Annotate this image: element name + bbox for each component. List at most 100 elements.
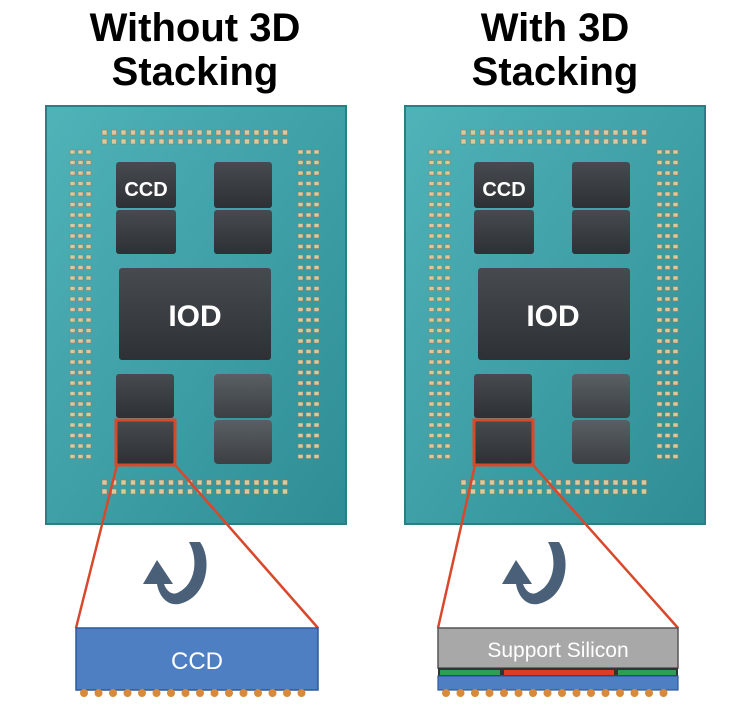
solder-bump xyxy=(500,689,508,697)
contact-pad xyxy=(498,479,505,486)
contact-pad xyxy=(215,479,222,486)
contact-pad xyxy=(139,479,146,486)
contact-pad xyxy=(546,488,552,495)
contact-pad xyxy=(282,138,288,145)
contact-pad xyxy=(436,212,443,218)
contact-pad xyxy=(428,422,435,428)
contact-pad xyxy=(444,160,451,165)
contact-pad xyxy=(444,265,451,270)
contact-pad xyxy=(436,370,443,375)
contact-pad xyxy=(479,479,486,486)
solder-bump xyxy=(123,689,132,697)
contact-pad xyxy=(244,479,250,486)
contact-pad xyxy=(436,149,443,155)
contact-pad xyxy=(428,149,435,155)
contact-pad xyxy=(664,433,671,438)
contact-pad xyxy=(139,129,146,136)
contact-pad xyxy=(436,380,443,386)
contact-pad xyxy=(672,233,679,239)
contact-pad xyxy=(69,244,76,249)
contact-pad xyxy=(305,370,312,375)
contact-pad xyxy=(536,129,543,136)
contact-pad xyxy=(555,138,562,145)
contact-pad xyxy=(305,191,312,197)
contact-pad xyxy=(313,286,320,291)
contact-pad xyxy=(313,370,320,375)
contact-pad xyxy=(305,265,312,270)
contact-pad xyxy=(656,160,663,165)
contact-pad xyxy=(436,286,443,291)
contact-pad xyxy=(85,433,92,438)
contact-pad xyxy=(111,129,117,136)
contact-pad xyxy=(603,488,609,495)
contact-pad xyxy=(479,138,486,145)
contact-pad xyxy=(436,233,443,239)
contact-pad xyxy=(177,479,184,486)
contact-pad xyxy=(297,443,304,449)
contact-pad xyxy=(168,138,174,145)
contact-pad xyxy=(69,338,76,344)
contact-pad xyxy=(508,488,514,495)
flip-arrow-icon xyxy=(502,542,566,605)
contact-pad xyxy=(297,191,304,197)
contact-pad xyxy=(305,160,312,165)
contact-pad xyxy=(158,488,165,495)
contact-pad xyxy=(196,129,203,136)
contact-pad xyxy=(428,443,435,449)
contact-pad xyxy=(664,296,671,302)
contact-pad xyxy=(305,181,312,186)
contact-pad xyxy=(641,488,647,495)
contact-pad xyxy=(305,170,312,176)
contact-pad xyxy=(206,479,212,486)
contact-pad xyxy=(85,307,92,312)
contact-pad xyxy=(444,170,451,176)
contact-pad xyxy=(305,223,312,228)
contact-pad xyxy=(641,129,647,136)
contact-pad xyxy=(139,488,146,495)
contact-pad xyxy=(282,129,288,136)
contact-pad xyxy=(158,479,165,486)
solder-bump xyxy=(109,689,117,697)
contact-pad xyxy=(593,138,600,145)
contact-pad xyxy=(612,488,619,495)
contact-pad xyxy=(69,412,76,417)
contact-pad xyxy=(664,265,671,270)
contact-pad xyxy=(297,181,304,186)
contact-pad xyxy=(85,370,92,375)
iod-die-right xyxy=(478,268,630,360)
contact-pad xyxy=(77,328,84,333)
contact-pad xyxy=(305,328,312,333)
contact-pad xyxy=(77,443,84,449)
ccd-die-right-5 xyxy=(474,374,532,418)
contact-pad xyxy=(664,412,671,417)
contact-pad xyxy=(305,212,312,218)
contact-pad xyxy=(297,202,304,207)
contact-pad xyxy=(656,433,663,438)
contact-pad xyxy=(672,359,679,365)
contact-pad xyxy=(565,129,571,136)
contact-pad xyxy=(565,479,571,486)
contact-pad xyxy=(444,307,451,312)
contact-pad xyxy=(69,160,76,165)
contact-pad xyxy=(546,129,552,136)
contact-pad xyxy=(436,181,443,186)
contact-pad xyxy=(428,286,435,291)
contact-pad xyxy=(664,338,671,344)
contact-pad xyxy=(656,286,663,291)
contact-pad xyxy=(234,138,241,145)
contact-pad xyxy=(444,254,451,260)
contact-pad xyxy=(444,391,451,396)
support-silicon-label: Support Silicon xyxy=(487,639,628,662)
contact-pad xyxy=(149,138,155,145)
green-layer-left xyxy=(440,670,500,675)
contact-pad xyxy=(656,275,663,281)
contact-pad xyxy=(305,244,312,249)
contact-pad xyxy=(436,401,443,407)
contact-pad xyxy=(444,433,451,438)
contact-pad xyxy=(297,328,304,333)
contact-pad xyxy=(263,479,269,486)
contact-pad xyxy=(85,160,92,165)
contact-pad xyxy=(77,202,84,207)
contact-pad xyxy=(297,422,304,428)
contact-pad xyxy=(664,233,671,239)
